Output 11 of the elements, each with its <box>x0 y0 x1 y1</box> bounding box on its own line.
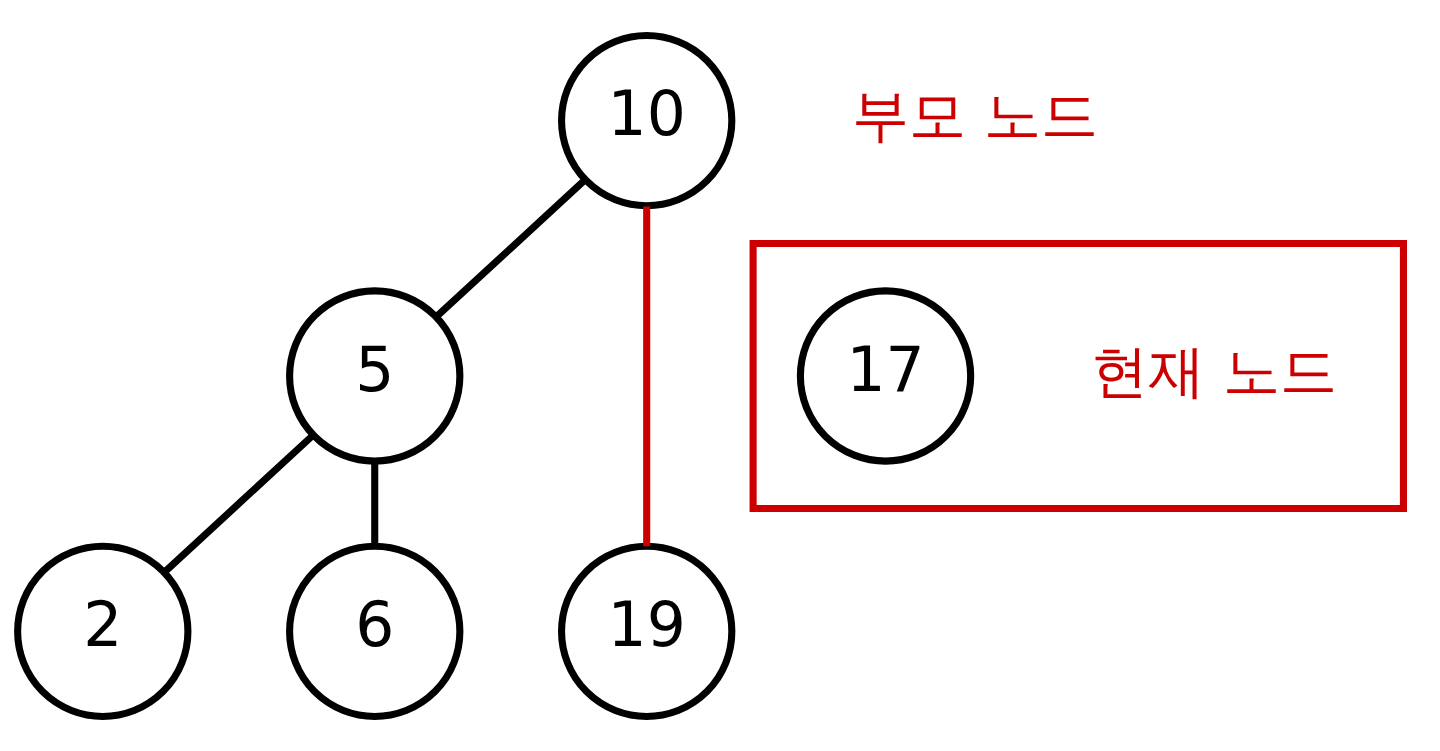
node-label: 현재 노드 <box>1091 337 1338 404</box>
node-circle: 6 <box>286 542 464 720</box>
node-circle: 5 <box>286 286 464 465</box>
node-circle: 17 <box>796 286 975 465</box>
cluster <box>749 239 1407 512</box>
node-label: 부모 노드 <box>852 81 1099 148</box>
node-circle: 19 <box>558 542 736 720</box>
node-circle: 10 <box>558 31 736 209</box>
connector <box>433 176 588 320</box>
node-circle: 2 <box>14 542 192 720</box>
connector <box>161 432 316 575</box>
